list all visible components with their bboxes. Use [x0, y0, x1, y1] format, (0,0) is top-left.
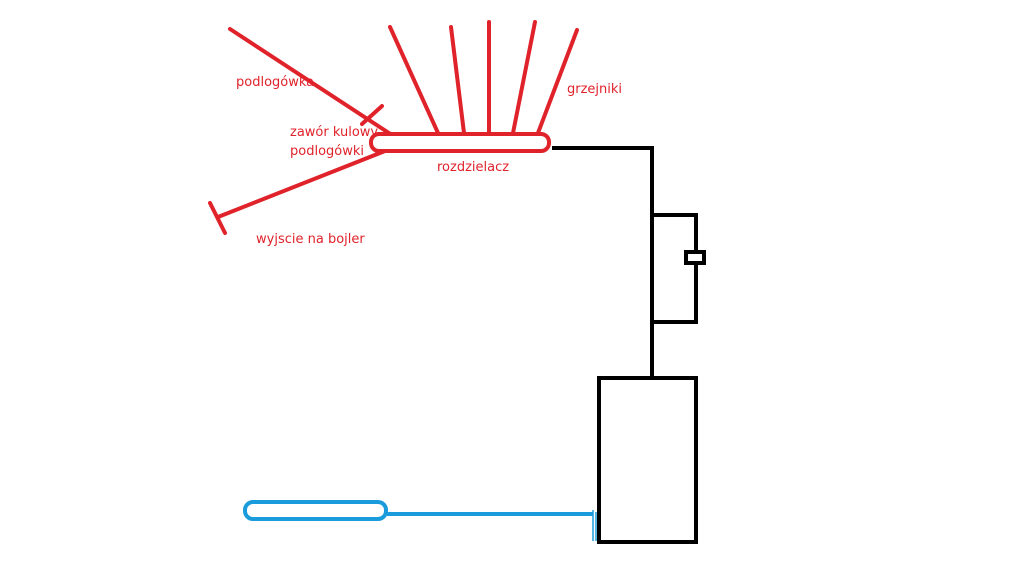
label-wyjscie: wyjscie na bojler [256, 232, 365, 247]
radiator-line-2 [449, 25, 466, 135]
label-zawor-line2: podlogówki [290, 144, 364, 159]
radiator-lines [388, 20, 579, 135]
boiler-body [597, 376, 698, 544]
label-podlogowka: podlogówka [236, 75, 314, 90]
manifold [369, 132, 551, 153]
supply-pipe [552, 146, 654, 214]
boiler-output-pipe [216, 149, 387, 219]
water-tank [243, 500, 388, 521]
label-zawor-line1: zawór kulowy [290, 125, 378, 140]
ball-valve-mark [360, 104, 384, 126]
label-rozdzielacz: rozdzielacz [437, 160, 509, 175]
boiler-output-line [208, 149, 387, 235]
pump-icon [684, 250, 706, 265]
boiler-output-valve-mark [208, 201, 227, 235]
label-grzejniki: grzejniki [567, 82, 622, 97]
radiator-line-5 [536, 28, 579, 135]
radiator-line-1 [388, 25, 440, 135]
radiator-line-4 [511, 20, 537, 135]
underfloor-line [228, 27, 397, 139]
pump-bypass-box [650, 213, 698, 324]
